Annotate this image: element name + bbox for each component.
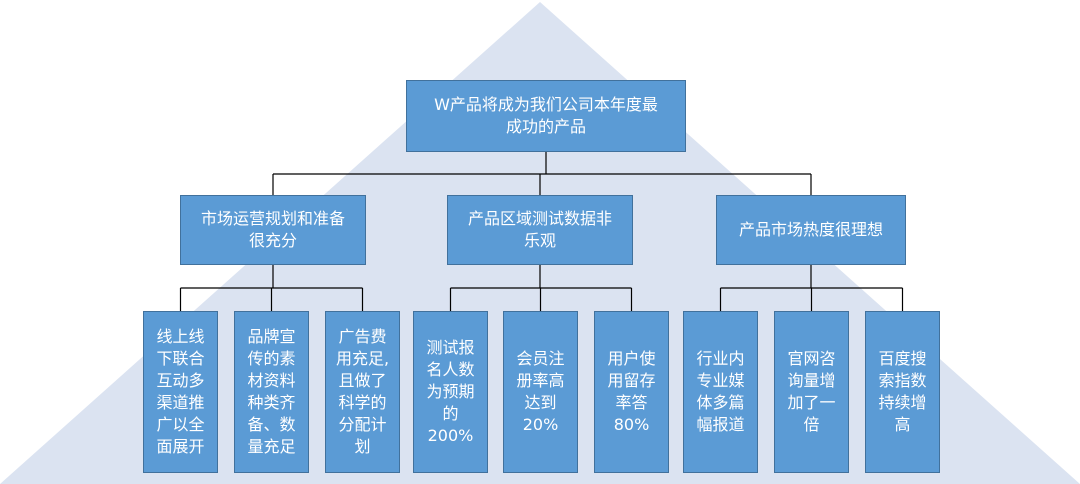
branch-node-regional-test: 产品区域测试数据非 乐观 bbox=[447, 195, 633, 265]
branch-label: 市场运营规划和准备 很充分 bbox=[200, 209, 345, 250]
leaf-node: 行业内 专业媒 体多篇 幅报道 bbox=[683, 311, 758, 473]
leaf-label: 行业内 专业媒 体多篇 幅报道 bbox=[696, 349, 745, 434]
leaf-node: 会员注 册率高 达到20% bbox=[503, 311, 578, 473]
leaf-node: 广告费 用充足, 且做了 科学的 分配计 划 bbox=[325, 311, 400, 473]
leaf-node: 官网咨 询量增 加了一 倍 bbox=[774, 311, 849, 473]
leaf-label: 品牌宣 传的素 材资料 种类齐 备、数 量充足 bbox=[247, 327, 296, 456]
branch-label: 产品市场热度很理想 bbox=[738, 220, 883, 239]
leaf-label: 线上线 下联合 互动多 渠道推 广以全 面展开 bbox=[156, 327, 205, 456]
leaf-label: 测试报 名人数 为预期 的200% bbox=[426, 338, 475, 445]
root-node: W产品将成为我们公司本年度最 成功的产品 bbox=[406, 80, 686, 152]
leaf-label: 会员注 册率高 达到20% bbox=[516, 349, 565, 434]
root-label: W产品将成为我们公司本年度最 成功的产品 bbox=[434, 95, 658, 136]
branch-label: 产品区域测试数据非 乐观 bbox=[467, 209, 612, 250]
leaf-label: 用户使 用留存 率答80% bbox=[607, 349, 656, 434]
leaf-label: 官网咨 询量增 加了一 倍 bbox=[787, 349, 836, 434]
leaf-node: 用户使 用留存 率答80% bbox=[594, 311, 669, 473]
leaf-node: 百度搜 索指数 持续增 高 bbox=[865, 311, 940, 473]
connector-lines bbox=[179, 152, 904, 311]
branch-node-market-operation: 市场运营规划和准备 很充分 bbox=[180, 195, 366, 265]
leaf-label: 广告费 用充足, 且做了 科学的 分配计 划 bbox=[335, 327, 390, 456]
leaf-node: 线上线 下联合 互动多 渠道推 广以全 面展开 bbox=[143, 311, 218, 473]
leaf-node: 品牌宣 传的素 材资料 种类齐 备、数 量充足 bbox=[234, 311, 309, 473]
leaf-label: 百度搜 索指数 持续增 高 bbox=[878, 349, 927, 434]
leaf-node: 测试报 名人数 为预期 的200% bbox=[413, 311, 488, 473]
branch-node-market-heat: 产品市场热度很理想 bbox=[716, 195, 906, 265]
